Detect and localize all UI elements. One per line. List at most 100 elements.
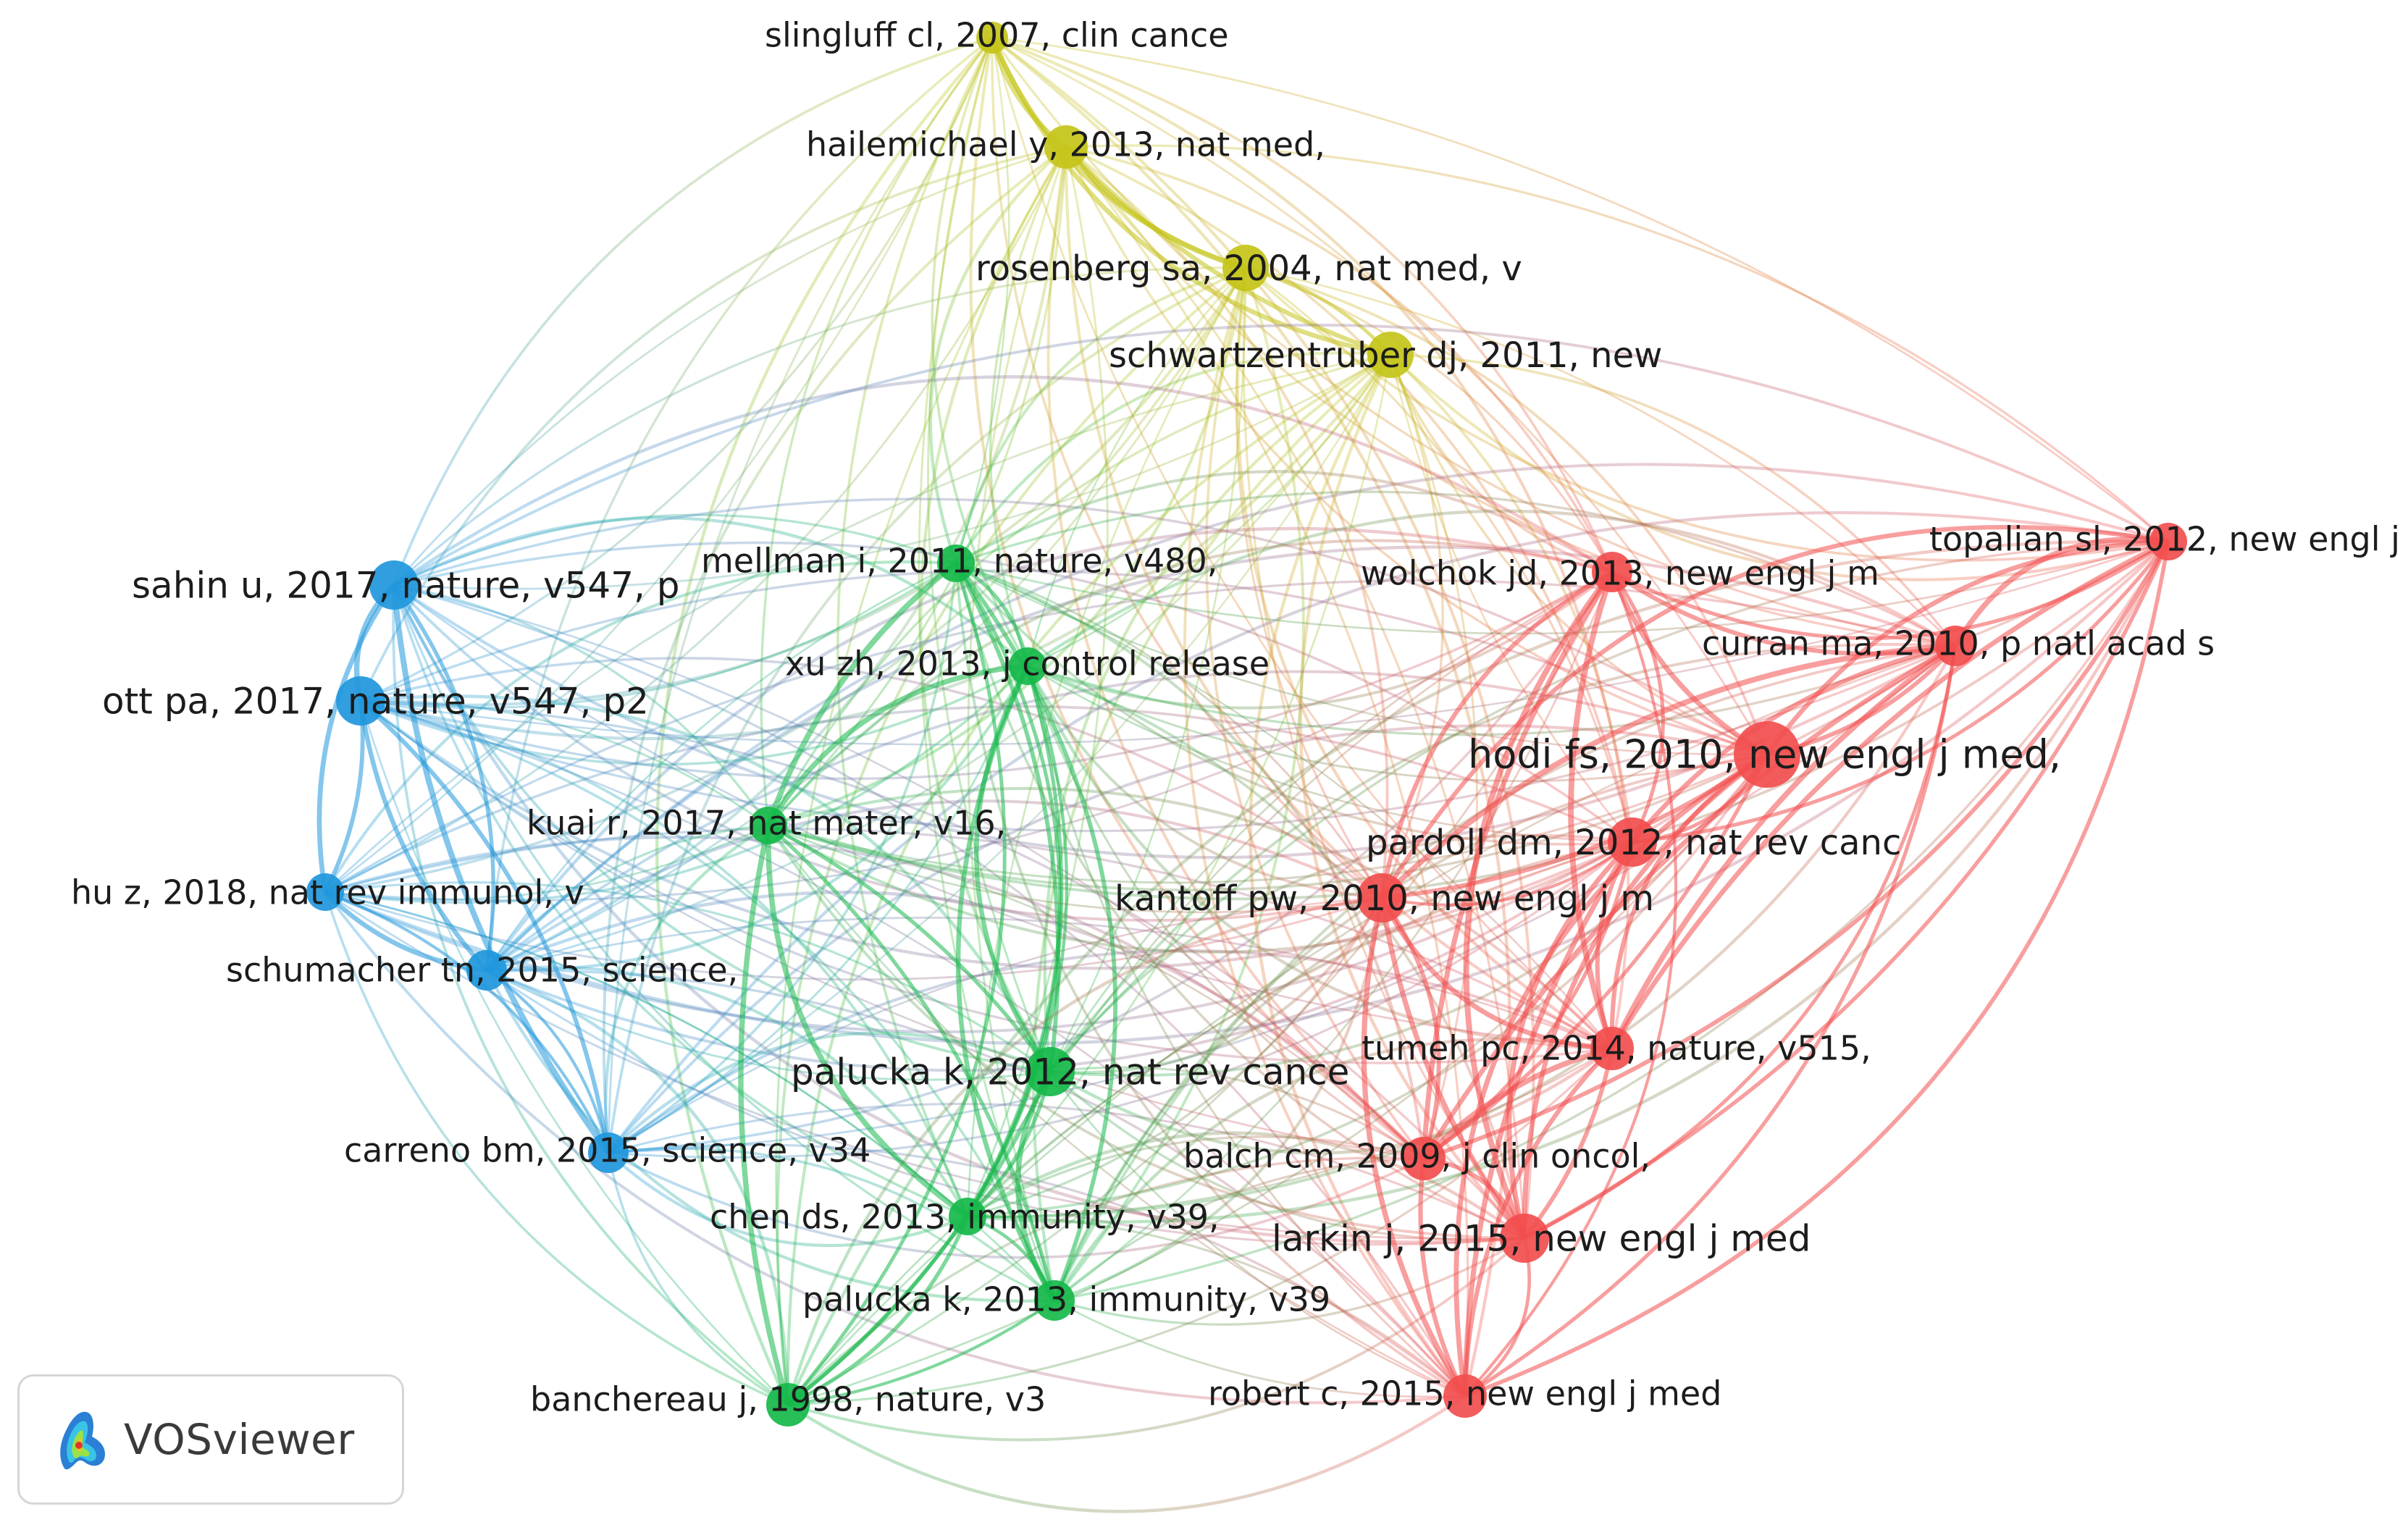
network-link (485, 545, 1956, 972)
node-palucka2012[interactable] (1025, 1047, 1075, 1096)
network-link (1027, 354, 1392, 668)
network-link (323, 700, 365, 894)
node-label-wolchok: wolchok jd, 2013, new engl j m (1361, 554, 1879, 593)
network-link (1053, 644, 1956, 1301)
node-banchereau[interactable] (766, 1383, 810, 1426)
node-kuai[interactable] (750, 807, 787, 844)
network-link (486, 146, 1068, 972)
node-hu[interactable] (306, 873, 344, 911)
node-kantoff[interactable] (1357, 873, 1406, 922)
network-link (1422, 841, 1635, 1161)
node-label-hu: hu z, 2018, nat rev immunol, v (71, 873, 584, 912)
network-link (607, 510, 2169, 1154)
node-xu[interactable] (1009, 647, 1046, 685)
node-label-palucka2012: palucka k, 2012, nat rev cance (791, 1051, 1349, 1093)
vosviewer-badge: VOSviewer (17, 1374, 404, 1505)
network-link (1049, 540, 2169, 1073)
network-link (991, 36, 1769, 755)
node-rosenberg[interactable] (1222, 245, 1269, 291)
network-link (1053, 267, 1305, 1302)
network-link (1054, 571, 1614, 1302)
node-palucka2013[interactable] (1034, 1280, 1075, 1321)
network-link (485, 463, 2169, 972)
network-link (485, 799, 1383, 972)
node-wolchok[interactable] (1592, 552, 1632, 592)
vosviewer-logo-icon (60, 1411, 105, 1470)
network-link (1522, 752, 1769, 1239)
network-link (1379, 570, 1614, 899)
network-links (316, 36, 2170, 1513)
node-robert[interactable] (1443, 1374, 1487, 1418)
network-link (608, 841, 1633, 1159)
node-schwartzentruber[interactable] (1367, 332, 1414, 378)
network-labels: slingluff cl, 2007, clin cancehailemicha… (71, 16, 2400, 1419)
network-link (787, 1047, 1614, 1406)
network-link (1049, 1070, 1525, 1241)
network-link (955, 665, 1057, 1302)
node-chen[interactable] (949, 1198, 986, 1235)
network-link (1464, 645, 1958, 1398)
network-link (1462, 841, 1635, 1397)
network-link (359, 699, 1613, 1064)
network-link (393, 584, 1467, 1397)
network-link (1380, 524, 2169, 899)
node-larkin[interactable] (1500, 1214, 1549, 1263)
network-link (1026, 665, 1383, 899)
node-hailemichael[interactable] (1044, 125, 1088, 169)
network-link (486, 891, 1425, 1160)
network-link (776, 266, 1247, 1405)
network-link (1027, 665, 1526, 1239)
node-sahin[interactable] (369, 560, 419, 610)
network-link (967, 146, 1067, 1301)
network-link (655, 36, 994, 1405)
network-link (324, 37, 994, 894)
node-label-xu: xu zh, 2013, j control release (785, 644, 1270, 684)
network-link (1568, 571, 1615, 1050)
node-label-schumacher: schumacher tn, 2015, science, (226, 951, 738, 990)
network-link (786, 841, 1633, 1405)
network-link (955, 562, 1383, 899)
node-pardoll[interactable] (1608, 817, 1657, 867)
network-link (360, 644, 1956, 833)
node-label-topalian: topalian sl, 2012, new engl j (1929, 520, 2400, 559)
node-label-slingluff: slingluff cl, 2007, clin cance (765, 16, 1229, 55)
node-balch[interactable] (1402, 1137, 1446, 1180)
network-link (1522, 1048, 1614, 1240)
network-link (485, 824, 769, 972)
network-link (967, 1215, 1467, 1397)
network-link (1065, 146, 1526, 1239)
node-carreno[interactable] (588, 1132, 629, 1173)
network-link (391, 584, 611, 1155)
network-link (955, 470, 1614, 573)
network-link (393, 324, 2169, 587)
network-link (955, 562, 1426, 1159)
network-link (486, 665, 1029, 972)
network-link (360, 699, 1526, 1240)
node-slingluff[interactable] (976, 22, 1008, 54)
node-label-kantoff: kantoff pw, 2010, new engl j m (1115, 878, 1654, 919)
network-link (1422, 1046, 1613, 1161)
node-label-kuai: kuai r, 2017, nat mater, v16, (527, 804, 1006, 843)
network-link (1379, 897, 1527, 1240)
node-hodi[interactable] (1734, 721, 1800, 788)
network-link (359, 699, 611, 1153)
node-curran[interactable] (1935, 626, 1976, 666)
network-link (607, 563, 957, 1154)
network-link (738, 825, 791, 1406)
node-label-balch: balch cm, 2009, j clin oncol, (1183, 1137, 1650, 1176)
network-link (967, 1047, 1613, 1218)
node-schumacher[interactable] (466, 950, 507, 991)
network-link (324, 540, 2170, 1045)
network-link (1245, 266, 1956, 647)
node-tumeh[interactable] (1590, 1027, 1634, 1070)
network-link (1630, 643, 1956, 844)
network-link (765, 560, 958, 827)
network-link (1049, 267, 1247, 1072)
network-link (324, 824, 769, 901)
network-link (1523, 645, 1958, 1240)
node-ott[interactable] (336, 676, 385, 726)
network-link (786, 896, 1383, 1405)
node-topalian[interactable] (2149, 523, 2187, 560)
node-label-curran: curran ma, 2010, p natl acad s (1702, 624, 2215, 663)
node-mellman[interactable] (937, 545, 975, 582)
